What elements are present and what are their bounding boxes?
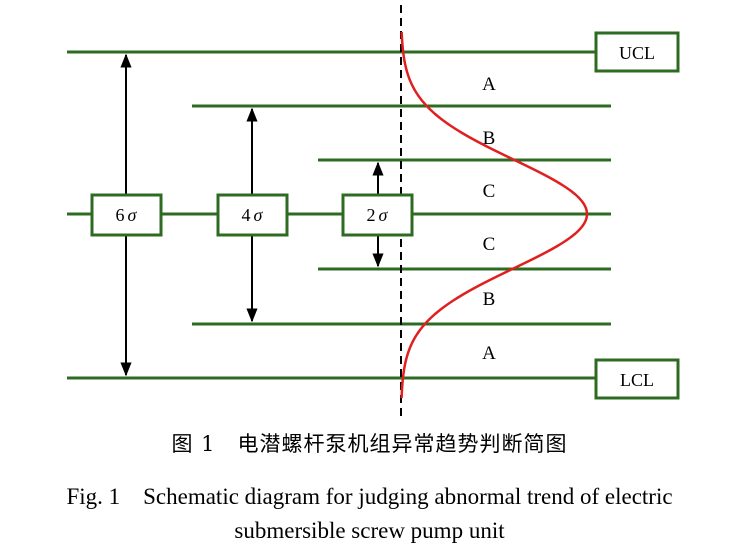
two-sigma-multiple: 2 bbox=[367, 205, 376, 225]
sigma-symbol: σ bbox=[379, 205, 389, 225]
ucl-label: UCL bbox=[619, 43, 655, 63]
figure-caption-english-line1: Fig. 1 Schematic diagram for judging abn… bbox=[66, 484, 673, 509]
zone-label-a-upper: A bbox=[482, 74, 496, 95]
ucl-box: UCL bbox=[594, 31, 680, 73]
figure-caption-chinese: 图 1 电潜螺杆泵机组异常趋势判断简图 bbox=[171, 432, 568, 456]
sigma-symbol: σ bbox=[254, 205, 264, 225]
figure-caption-english-line2: submersible screw pump unit bbox=[234, 518, 505, 543]
zone-label-c-upper: C bbox=[483, 181, 496, 202]
zone-label-a-lower: A bbox=[482, 343, 496, 364]
zone-label-c-lower: C bbox=[483, 234, 496, 255]
svg-text:6σ: 6σ bbox=[116, 205, 138, 225]
svg-text:4σ: 4σ bbox=[242, 205, 264, 225]
lcl-box: LCL bbox=[594, 358, 680, 400]
sigma-symbol: σ bbox=[128, 205, 138, 225]
svg-text:2σ: 2σ bbox=[367, 205, 389, 225]
zone-label-b-upper: B bbox=[483, 128, 496, 149]
four-sigma-multiple: 4 bbox=[242, 205, 251, 225]
six-sigma-multiple: 6 bbox=[116, 205, 125, 225]
normal-distribution-curve bbox=[400, 31, 589, 399]
zone-label-b-lower: B bbox=[483, 289, 496, 310]
lcl-label: LCL bbox=[620, 370, 654, 390]
